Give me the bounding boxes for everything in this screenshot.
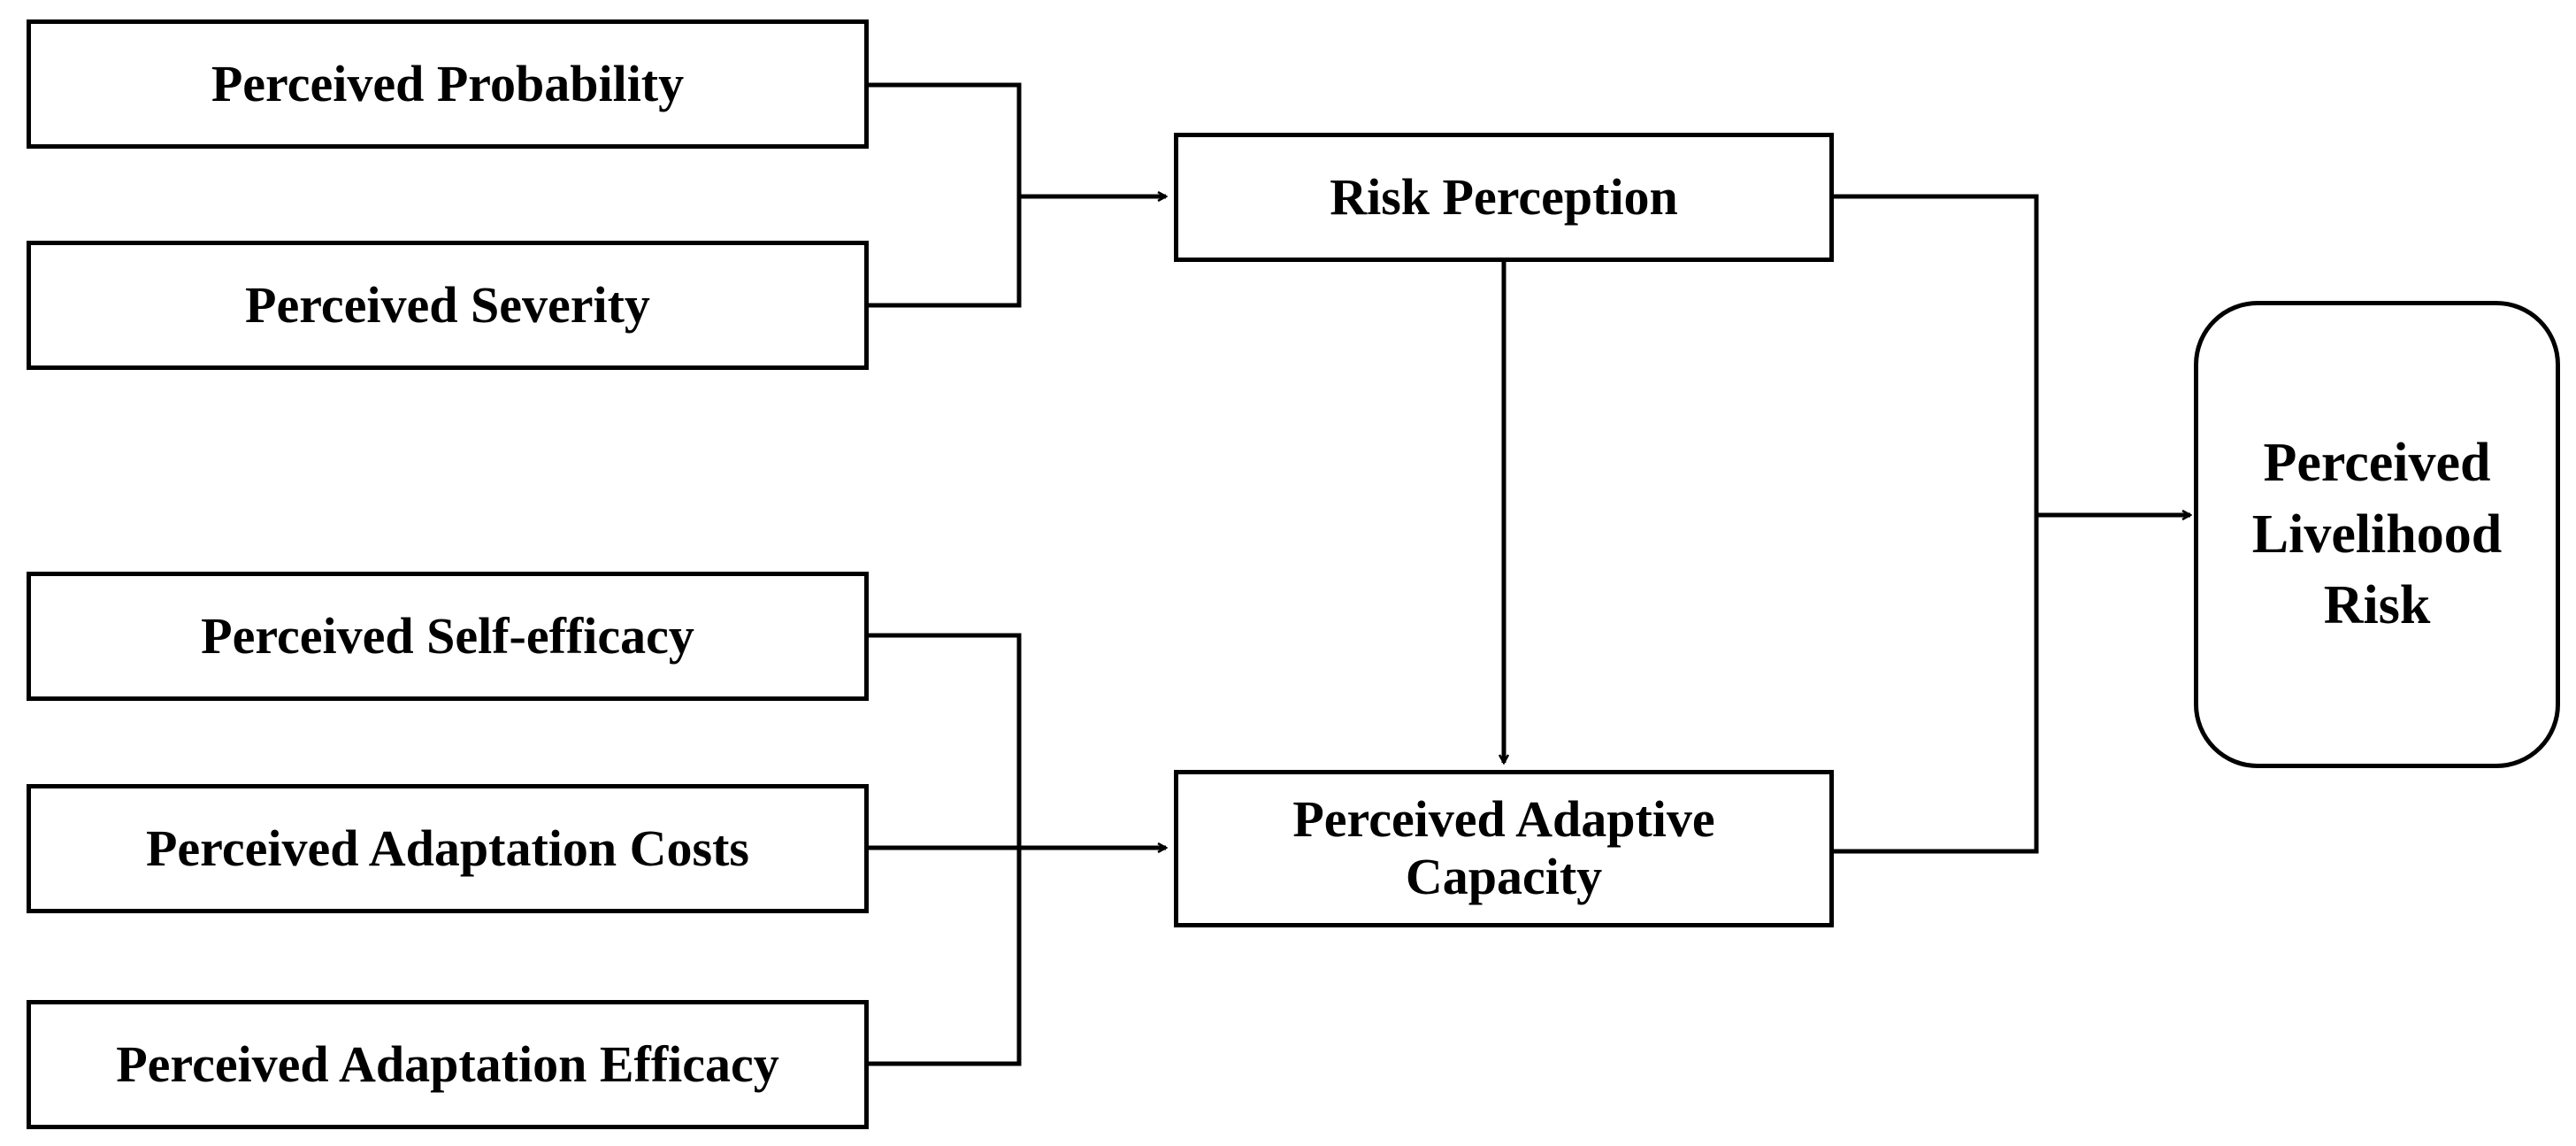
node-perceived-self-efficacy: Perceived Self-efficacy [27, 572, 869, 701]
connector-severity [866, 194, 1022, 308]
node-risk-perception: Risk Perception [1174, 133, 1834, 262]
node-perceived-adaptation-costs: Perceived Adaptation Costs [27, 784, 869, 913]
node-perceived-severity: Perceived Severity [27, 241, 869, 370]
connector-risk-perception-right [1831, 194, 2039, 518]
node-perceived-adaptive-capacity: Perceived Adaptive Capacity [1174, 770, 1834, 927]
node-label: Risk Perception [1330, 167, 1678, 226]
node-label: Perceived Probability [211, 54, 685, 112]
node-label: Perceived Livelihood Risk [2251, 433, 2503, 636]
node-label: Perceived Adaptation Efficacy [116, 1034, 779, 1093]
node-perceived-probability: Perceived Probability [27, 19, 869, 149]
node-perceived-livelihood-risk: Perceived Livelihood Risk [2194, 301, 2560, 768]
connector-self-efficacy [866, 633, 1022, 850]
node-perceived-adaptation-efficacy: Perceived Adaptation Efficacy [27, 1000, 869, 1129]
node-label: Perceived Self-efficacy [201, 606, 694, 665]
connector-probability [866, 82, 1022, 199]
node-label: Perceived Adaptive Capacity [1292, 790, 1715, 905]
node-label: Perceived Adaptation Costs [145, 819, 749, 877]
node-label: Perceived Severity [245, 275, 650, 334]
connector-adaptive-capacity-right [1831, 512, 2039, 854]
connector-adaptation-efficacy [866, 845, 1022, 1066]
